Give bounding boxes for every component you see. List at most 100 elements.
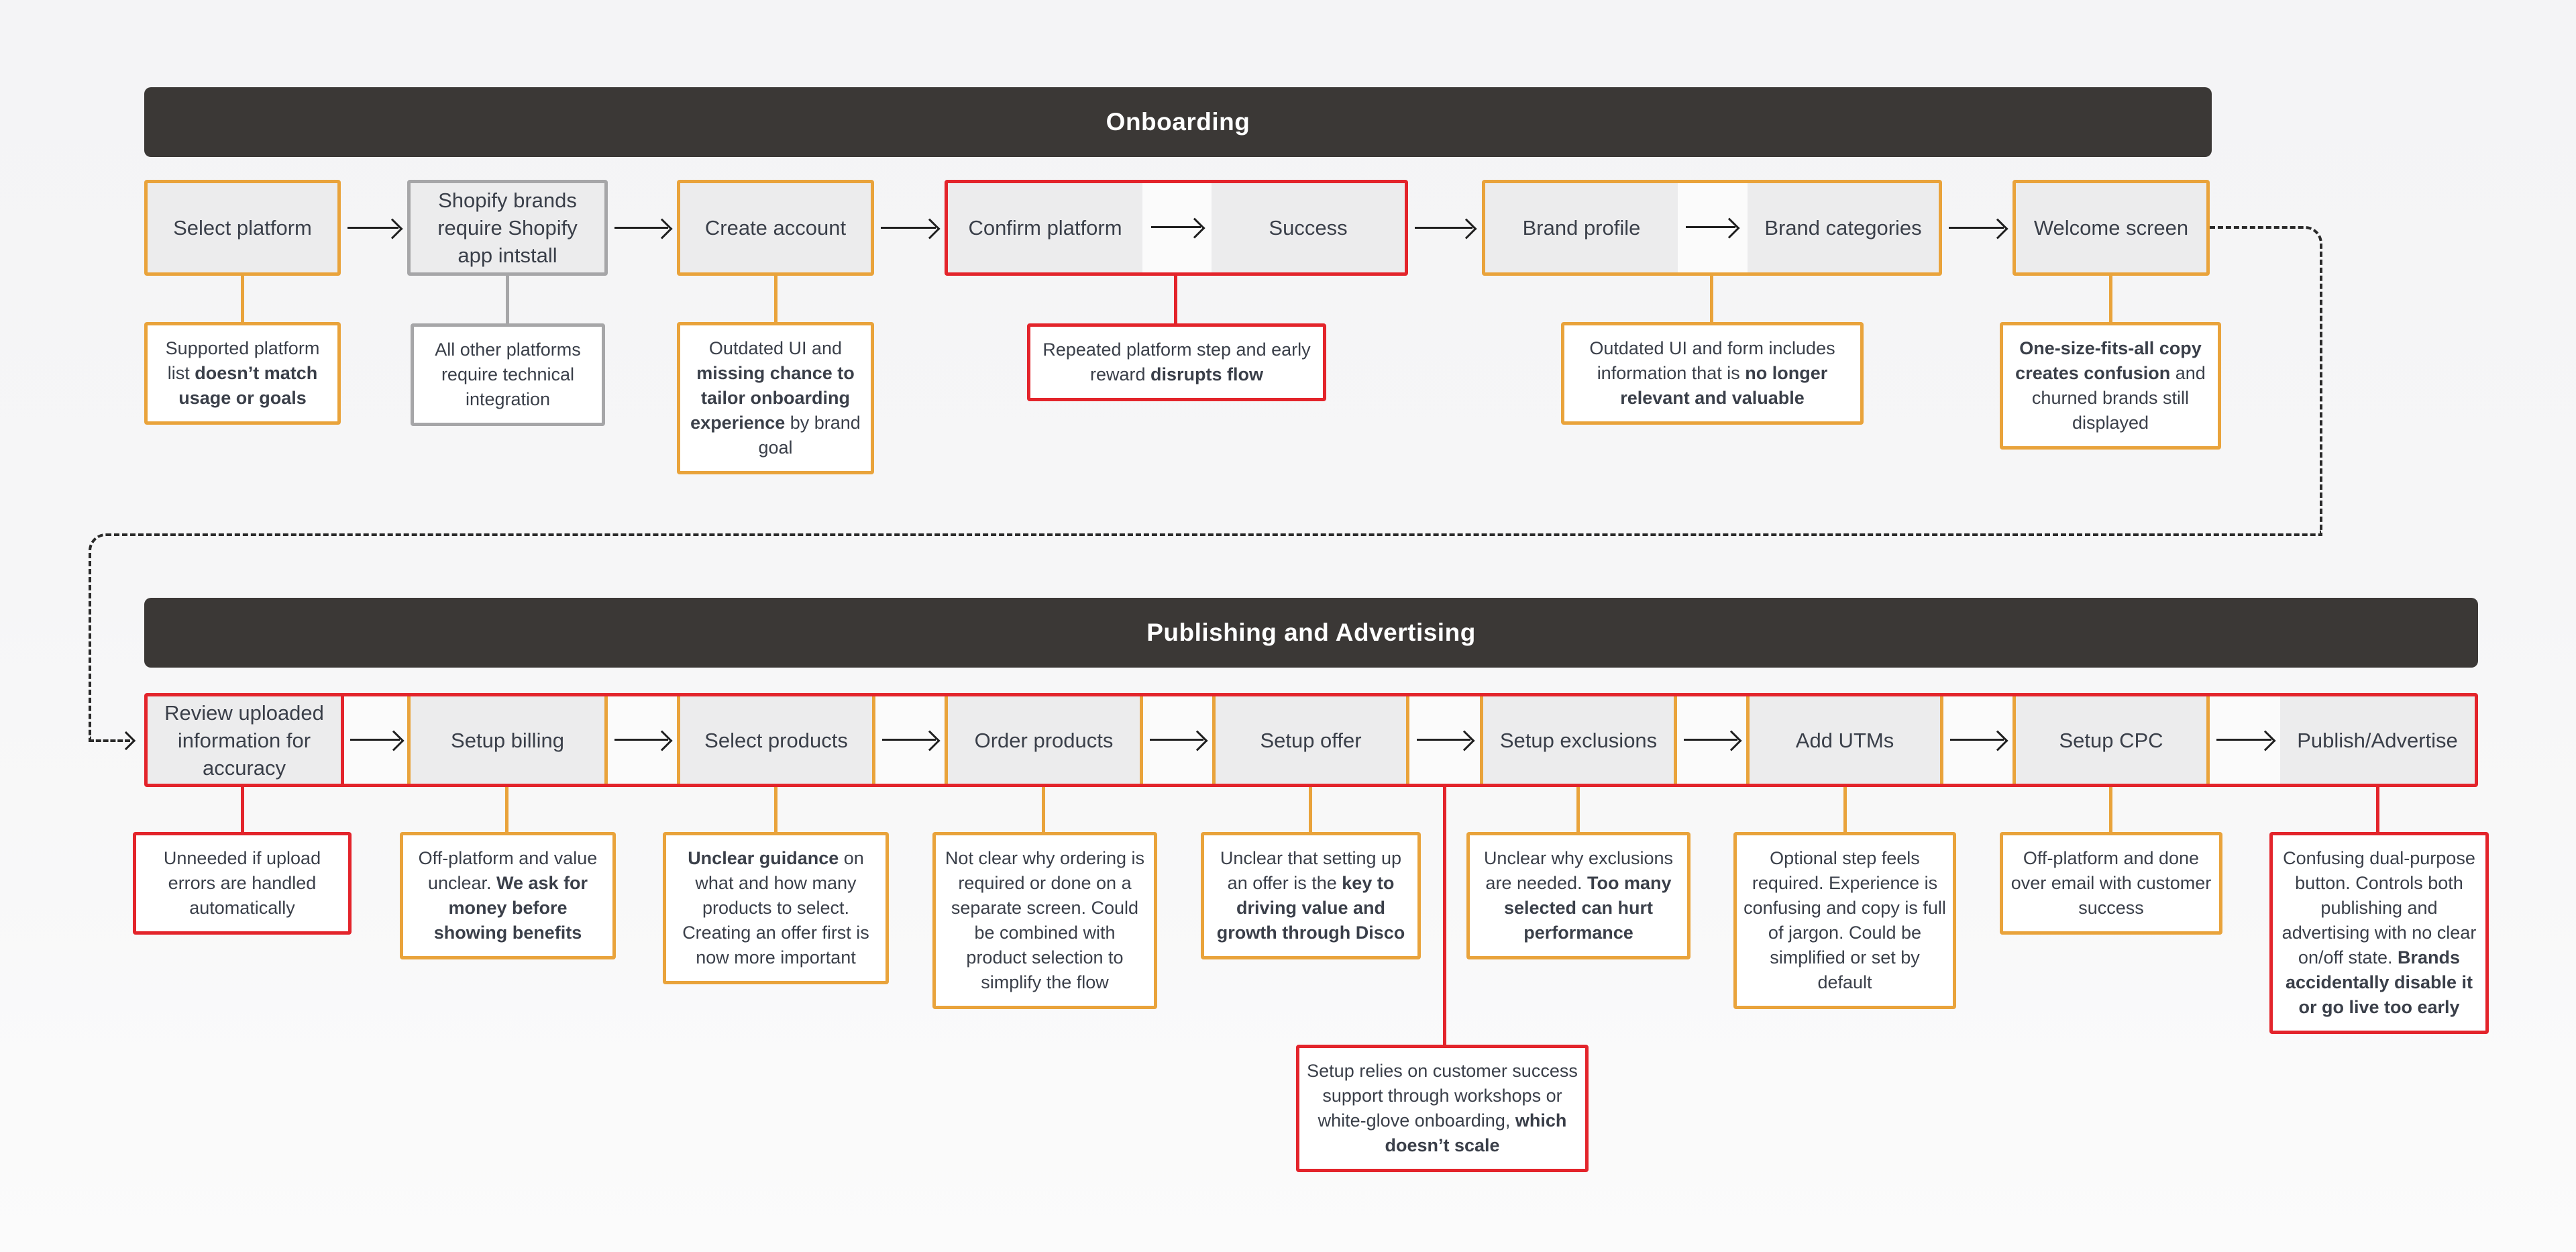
note-review-uploaded-info[interactable]: Unneeded if upload errors are handled au… — [133, 832, 352, 935]
note-text: Repeated platform step and early reward … — [1042, 340, 1311, 384]
note-brand-profile[interactable]: Outdated UI and form includes informatio… — [1561, 322, 1864, 425]
group-confirm-success[interactable]: Confirm platform Success — [945, 180, 1408, 276]
dashed-connector-segment — [89, 533, 2322, 739]
note-text: Outdated UI and missing chance to tailor… — [690, 338, 861, 458]
note-text: Unclear guidance on what and how many pr… — [682, 848, 869, 968]
step-review-uploaded-info[interactable]: Review uploaded information for accuracy — [148, 696, 344, 784]
step-setup-offer[interactable]: Setup offer — [1212, 696, 1409, 784]
note-setup-billing[interactable]: Off-platform and value unclear. We ask f… — [400, 832, 616, 959]
step-publish-advertise[interactable]: Publish/Advertise — [2280, 696, 2475, 784]
arrow-right-icon — [1415, 227, 1472, 229]
step-order-products[interactable]: Order products — [945, 696, 1143, 784]
step-select-products[interactable]: Select products — [677, 696, 875, 784]
note-connector — [1174, 276, 1177, 323]
note-connector — [1710, 276, 1713, 322]
note-text: Off-platform and done over email with cu… — [2010, 848, 2212, 918]
step-label: Setup offer — [1260, 728, 1362, 752]
note-connector — [1042, 787, 1045, 832]
note-add-utms[interactable]: Optional step feels required. Experience… — [1733, 832, 1956, 1009]
step-label: Success — [1269, 216, 1348, 240]
note-setup-offer[interactable]: Unclear that setting up an offer is the … — [1201, 832, 1421, 959]
group-publishing-flow[interactable]: Review uploaded information for accuracy… — [144, 693, 2478, 787]
note-connector — [2109, 787, 2112, 832]
note-text: Unneeded if upload errors are handled au… — [163, 848, 321, 918]
note-select-products[interactable]: Unclear guidance on what and how many pr… — [663, 832, 889, 984]
arrow-right-icon — [2216, 739, 2271, 741]
note-connector — [774, 276, 777, 322]
note-connector — [2376, 787, 2379, 832]
note-customer-success-setup[interactable]: Setup relies on customer success support… — [1296, 1045, 1589, 1172]
note-shopify-app-install[interactable]: All other platforms require technical in… — [411, 323, 605, 426]
arrow-right-icon — [882, 739, 936, 741]
note-connector — [241, 787, 244, 832]
step-label: Add UTMs — [1795, 728, 1894, 752]
note-text: Not clear why ordering is required or do… — [945, 848, 1145, 992]
arrow-right-icon — [614, 227, 668, 229]
step-add-utms[interactable]: Add UTMs — [1746, 696, 1943, 784]
note-setup-cpc[interactable]: Off-platform and done over email with cu… — [2000, 832, 2222, 935]
step-label: Setup billing — [451, 728, 564, 752]
note-welcome-screen[interactable]: One-size-fits-all copy creates confusion… — [2000, 322, 2221, 450]
arrow-right-icon — [1151, 226, 1201, 228]
arrow-right-icon — [1949, 227, 2004, 229]
note-text: Unclear why exclusions are needed. Too m… — [1483, 848, 1674, 943]
step-setup-cpc[interactable]: Setup CPC — [2012, 696, 2210, 784]
note-connector — [1576, 787, 1580, 832]
arrow-right-icon — [1150, 739, 1203, 741]
group-brand-profile-categories[interactable]: Brand profile Brand categories — [1482, 180, 1942, 276]
step-label: Create account — [704, 216, 847, 240]
note-text: One-size-fits-all copy creates confusion… — [2015, 338, 2206, 433]
step-label: Setup CPC — [2059, 728, 2163, 752]
note-text: Unclear that setting up an offer is the … — [1216, 848, 1405, 943]
step-label: Brand profile — [1522, 216, 1641, 240]
step-confirm-platform[interactable]: Confirm platform — [948, 183, 1142, 272]
note-create-account[interactable]: Outdated UI and missing chance to tailor… — [677, 322, 874, 474]
step-brand-profile[interactable]: Brand profile — [1485, 183, 1678, 272]
step-create-account[interactable]: Create account — [677, 180, 874, 276]
arrow-right-icon — [350, 739, 400, 741]
note-text: Confusing dual-purpose button. Controls … — [2282, 848, 2477, 1017]
step-label: Select platform — [173, 216, 312, 240]
note-order-products[interactable]: Not clear why ordering is required or do… — [932, 832, 1157, 1009]
note-publish-advertise[interactable]: Confusing dual-purpose button. Controls … — [2269, 832, 2489, 1034]
note-connector-long — [1443, 787, 1446, 1045]
arrow-right-icon — [614, 739, 668, 741]
section-title: Onboarding — [1106, 108, 1250, 136]
dashed-connector-segment — [2210, 226, 2322, 533]
arrow-right-icon — [1950, 739, 2004, 741]
note-connector — [774, 787, 777, 832]
step-welcome-screen[interactable]: Welcome screen — [2012, 180, 2210, 276]
note-text: Supported platform list doesn’t match us… — [165, 338, 320, 408]
note-connector — [1843, 787, 1847, 832]
section-header-publishing[interactable]: Publishing and Advertising — [144, 598, 2478, 668]
step-shopify-app-install[interactable]: Shopify brands require Shopify app intst… — [407, 180, 608, 276]
step-setup-exclusions[interactable]: Setup exclusions — [1480, 696, 1677, 784]
arrow-right-icon — [1684, 739, 1737, 741]
note-connector — [2109, 276, 2112, 322]
step-brand-categories[interactable]: Brand categories — [1748, 183, 1939, 272]
note-select-platform[interactable]: Supported platform list doesn’t match us… — [144, 322, 341, 425]
step-select-platform[interactable]: Select platform — [144, 180, 341, 276]
note-text: Setup relies on customer success support… — [1307, 1061, 1578, 1155]
step-label: Shopify brands require Shopify app intst… — [437, 189, 578, 267]
step-label: Order products — [974, 728, 1114, 752]
note-setup-exclusions[interactable]: Unclear why exclusions are needed. Too m… — [1466, 832, 1690, 959]
step-label: Publish/Advertise — [2297, 728, 2458, 752]
note-connector — [241, 276, 244, 322]
note-text: Off-platform and value unclear. We ask f… — [418, 848, 598, 943]
arrow-right-icon — [347, 227, 398, 229]
step-setup-billing[interactable]: Setup billing — [407, 696, 608, 784]
note-text: All other platforms require technical in… — [435, 340, 581, 409]
arrow-right-icon — [881, 227, 936, 229]
step-label: Brand categories — [1764, 216, 1922, 240]
step-label: Confirm platform — [968, 216, 1122, 240]
note-text: Outdated UI and form includes informatio… — [1589, 338, 1835, 408]
note-connector — [506, 276, 509, 323]
note-confirm-success[interactable]: Repeated platform step and early reward … — [1027, 323, 1326, 401]
section-header-onboarding[interactable]: Onboarding — [144, 87, 2212, 157]
note-connector — [505, 787, 508, 832]
arrow-right-icon — [1686, 226, 1735, 228]
step-success[interactable]: Success — [1212, 183, 1405, 272]
step-label: Select products — [704, 728, 848, 752]
